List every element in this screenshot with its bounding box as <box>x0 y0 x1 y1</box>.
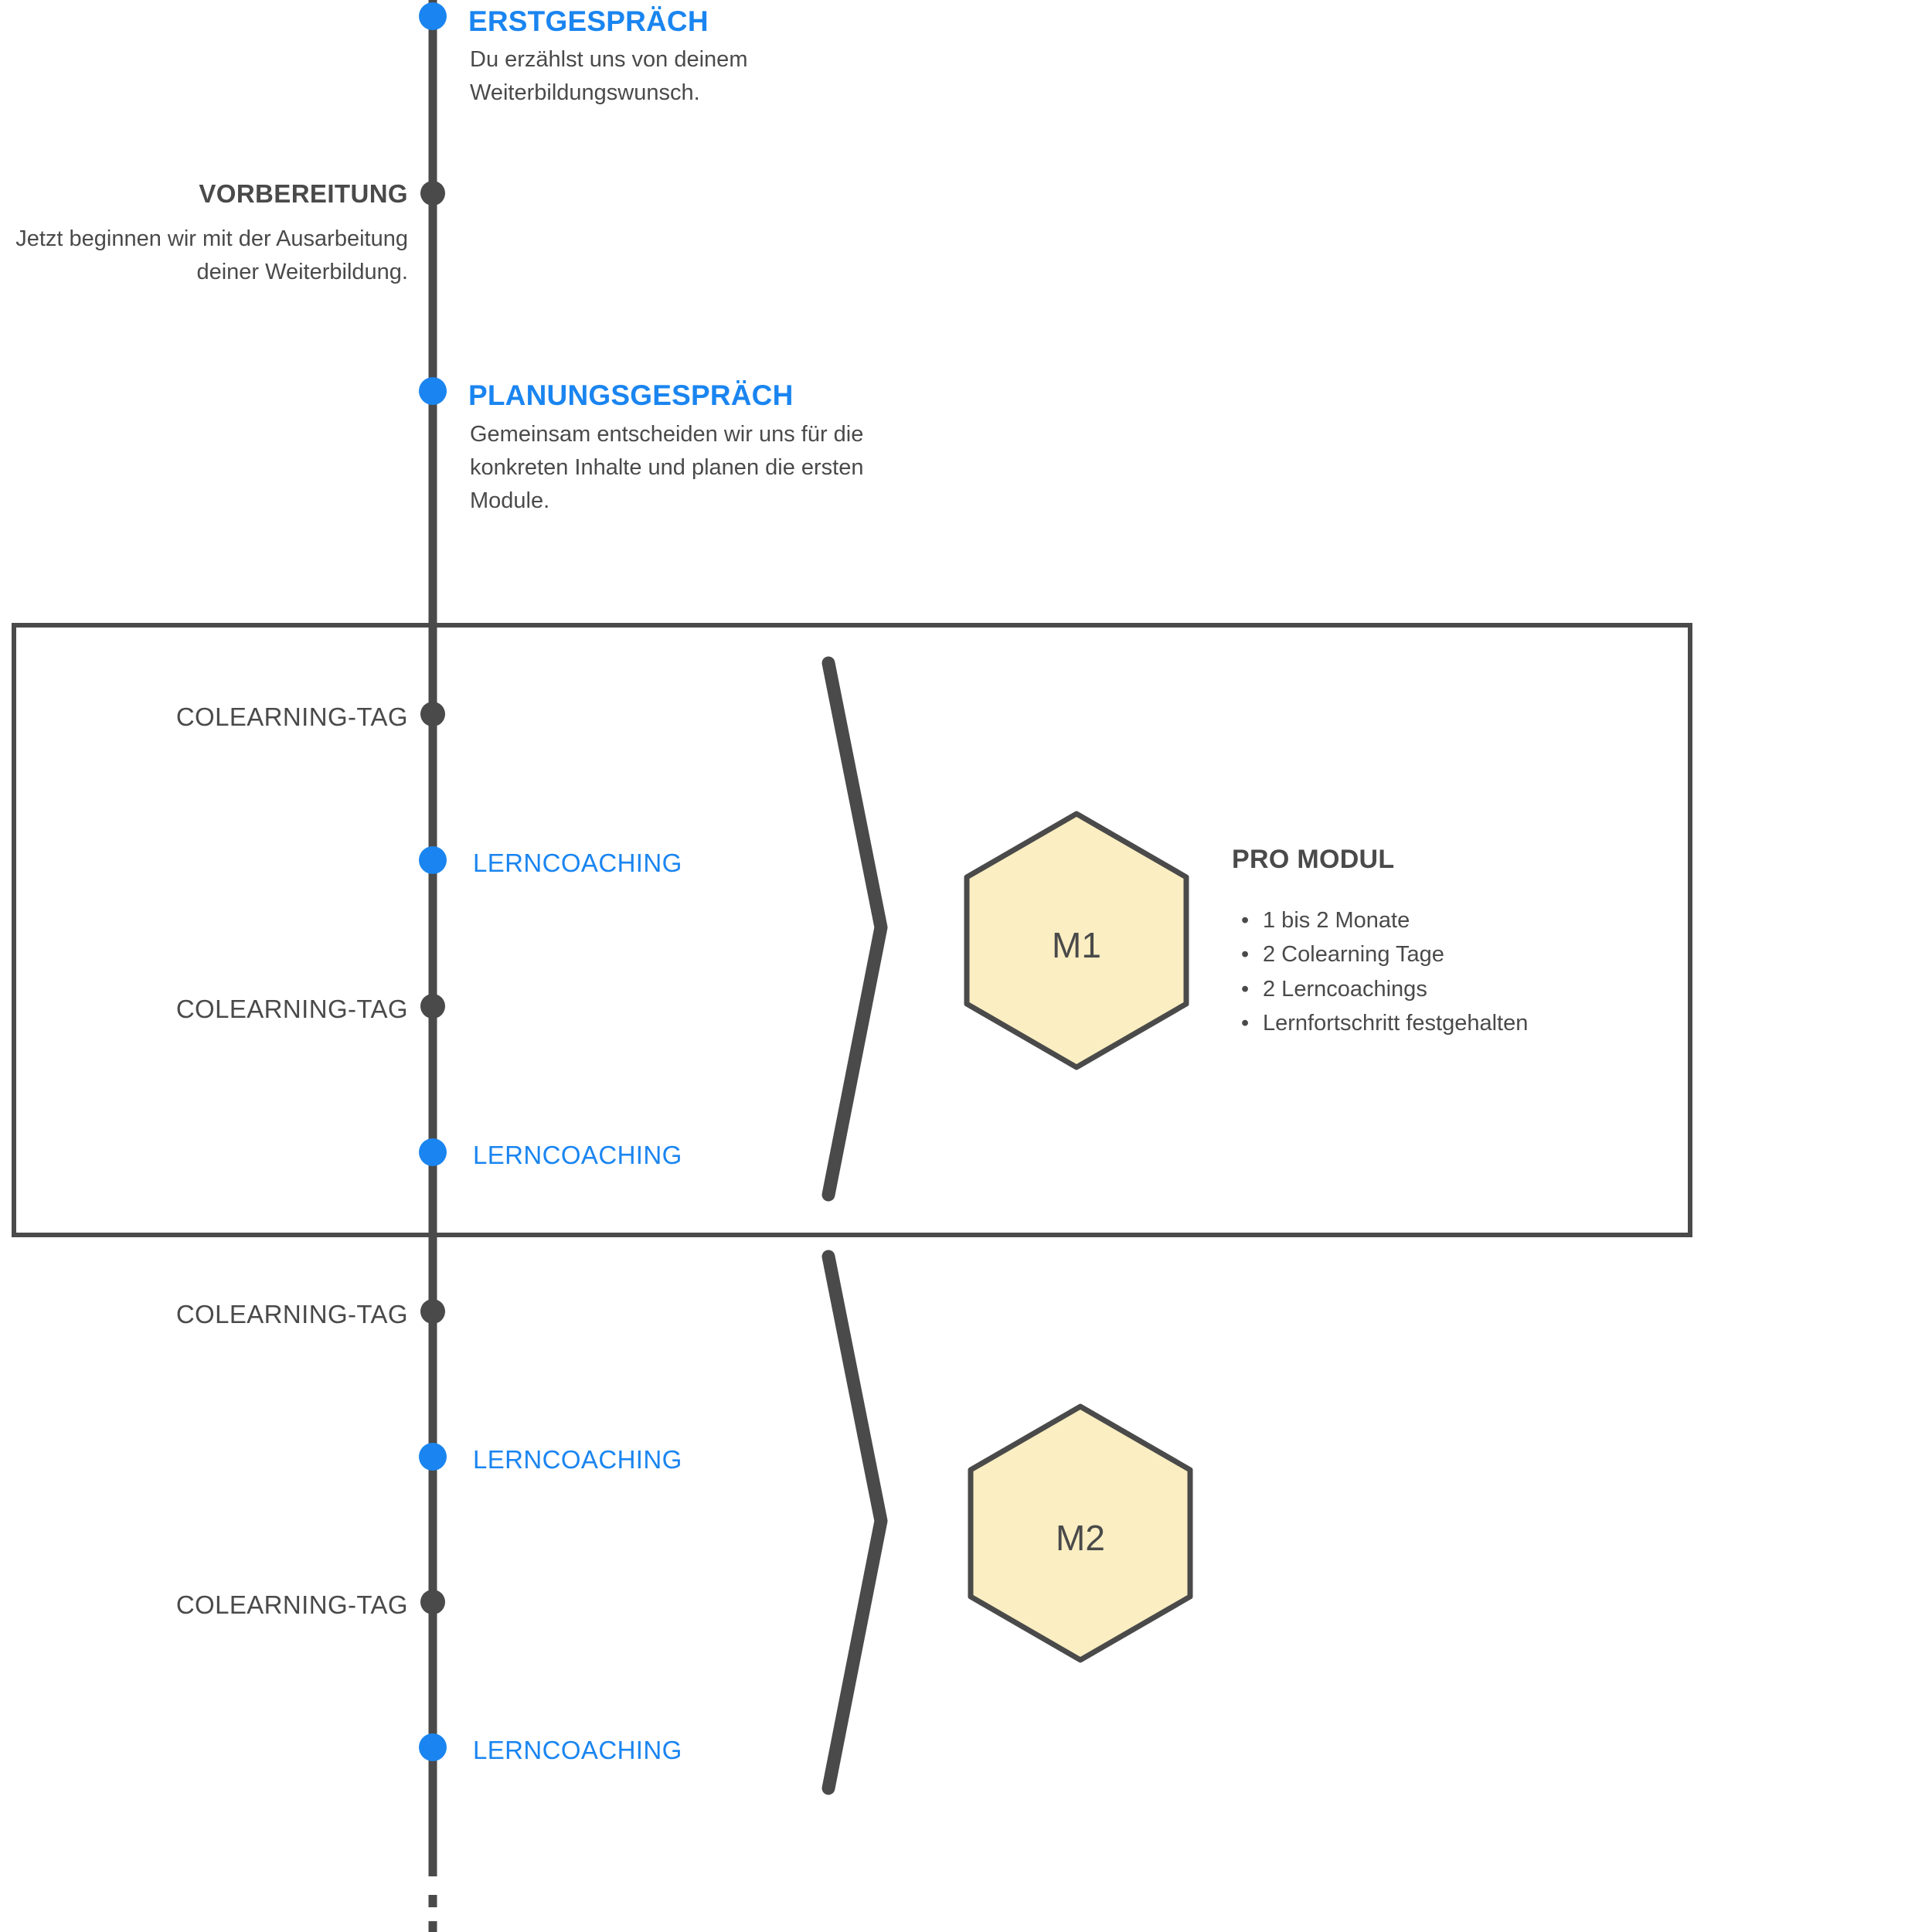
marker-lerncoaching-3-blue-dot[interactable] <box>419 1443 447 1471</box>
module-1-hexagon-icon[interactable] <box>964 811 1189 1070</box>
milestone-body-erstgespraech-line-1: Du erzählst uns von deinem <box>470 47 748 72</box>
module-1-frame <box>12 623 1692 1237</box>
module-2-hexagon-icon[interactable] <box>968 1403 1193 1663</box>
milestone-body-planungsgespraech-line-2: konkreten Inhalte und planen die ersten <box>470 455 864 480</box>
panel-list-item: Lernfortschritt festgehalten <box>1241 1006 1528 1041</box>
event-label-lerncoaching-4[interactable]: LERNCOACHING <box>473 1736 682 1764</box>
event-label-colearning-tag-1[interactable]: COLEARNING-TAG <box>175 702 408 731</box>
event-label-colearning-tag-3[interactable]: COLEARNING-TAG <box>175 1300 408 1328</box>
marker-erstgespraech-blue-dot[interactable] <box>419 2 447 30</box>
marker-colearning-tag-3-gray-dot[interactable] <box>420 1299 445 1324</box>
milestone-body-planungsgespraech-line-3: Module. <box>470 488 550 513</box>
panel-list-item: 2 Lerncoachings <box>1241 972 1528 1007</box>
module-1-label: M1 <box>1052 925 1101 965</box>
module-1-bracket-icon <box>821 656 888 1202</box>
marker-colearning-tag-4-gray-dot[interactable] <box>420 1590 445 1614</box>
milestone-body-planungsgespraech-line-1: Gemeinsam entscheiden wir uns für die <box>470 422 864 447</box>
milestone-title-vorbereitung: VORBEREITUNG <box>199 179 408 208</box>
module-2-bracket-icon <box>821 1250 888 1795</box>
milestone-body-erstgespraech-line-2: Weiterbildungswunsch. <box>470 80 700 105</box>
marker-colearning-tag-2-gray-dot[interactable] <box>420 994 445 1019</box>
event-label-lerncoaching-2[interactable]: LERNCOACHING <box>473 1141 682 1169</box>
marker-colearning-tag-1-gray-dot[interactable] <box>420 702 445 726</box>
marker-lerncoaching-1-blue-dot[interactable] <box>419 846 447 874</box>
milestone-title-erstgespraech: ERSTGESPRÄCH <box>468 5 709 37</box>
panel-list-item: 2 Colearning Tage <box>1241 937 1528 972</box>
milestone-body-vorbereitung-line-2: deiner Weiterbildung. <box>196 260 408 284</box>
marker-vorbereitung-gray-dot[interactable] <box>420 181 445 206</box>
marker-lerncoaching-2-blue-dot[interactable] <box>419 1138 447 1166</box>
panel-list-item: 1 bis 2 Monate <box>1241 903 1528 938</box>
milestone-title-planungsgespraech: PLANUNGSGESPRÄCH <box>468 379 794 411</box>
event-label-colearning-tag-4[interactable]: COLEARNING-TAG <box>175 1590 408 1619</box>
module-2-label: M2 <box>1056 1518 1105 1558</box>
panel-item-list: 1 bis 2 Monate 2 Colearning Tage 2 Lernc… <box>1232 903 1528 1041</box>
milestone-body-vorbereitung-line-1: Jetzt beginnen wir mit der Ausarbeitung <box>15 226 408 251</box>
panel-title-pro-modul: PRO MODUL <box>1232 845 1395 874</box>
event-label-lerncoaching-1[interactable]: LERNCOACHING <box>473 849 682 877</box>
event-label-lerncoaching-3[interactable]: LERNCOACHING <box>473 1445 682 1474</box>
marker-lerncoaching-4-blue-dot[interactable] <box>419 1733 447 1761</box>
marker-planungsgespraech-blue-dot[interactable] <box>419 377 447 405</box>
event-label-colearning-tag-2[interactable]: COLEARNING-TAG <box>175 995 408 1023</box>
